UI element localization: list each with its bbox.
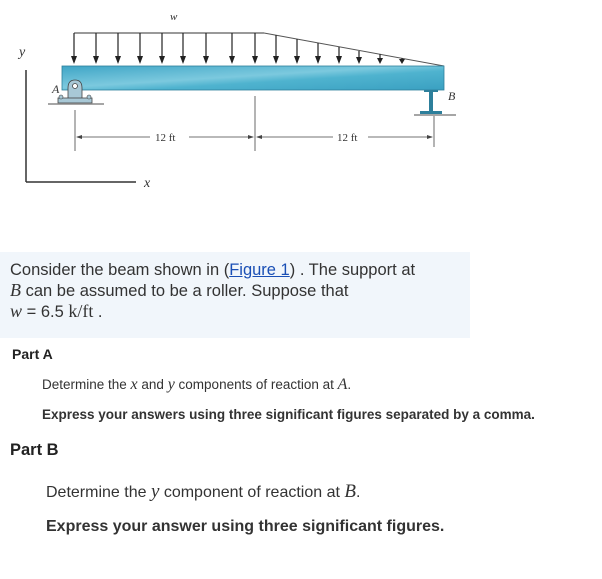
question-text: component of reaction at (159, 484, 345, 501)
part-a-title: Part A (12, 346, 53, 362)
intro-line-3: w = 6.5 k/ft . (10, 301, 460, 322)
distributed-load (71, 32, 445, 67)
intro-text: . (93, 303, 103, 321)
load-value: = 6.5 (22, 303, 69, 321)
figure-1-link[interactable]: Figure 1 (229, 261, 290, 279)
pin-support-a (48, 79, 104, 105)
dimension-lines (74, 96, 435, 151)
question-text: Determine the (46, 484, 151, 501)
math-var-a: A (337, 376, 348, 393)
support-b-label: B (448, 89, 456, 103)
part-a-instruction: Express your answers using three signifi… (42, 407, 535, 422)
question-text: . (347, 377, 352, 392)
beam (61, 65, 445, 91)
support-a-label: A (51, 82, 60, 96)
intro-text: ) . The support at (289, 261, 416, 279)
load-unit: k/ft (68, 301, 94, 321)
dimension-right-label: 12 ft (337, 132, 357, 144)
intro-text: Consider the beam shown in ( (10, 261, 230, 279)
axis-x-label: x (143, 176, 151, 191)
problem-statement: Consider the beam shown in (Figure 1) . … (0, 252, 470, 338)
beam-diagram: w (17, 11, 456, 191)
question-text: and (137, 377, 168, 392)
math-var-y: y (167, 376, 175, 393)
axis-y-label: y (17, 45, 26, 60)
math-var-w: w (10, 301, 23, 321)
question-text: . (355, 484, 361, 501)
intro-line-1: Consider the beam shown in (Figure 1) . … (10, 260, 460, 280)
part-b-question: Determine the y component of reaction at… (46, 481, 360, 503)
intro-line-2: B can be assumed to be a roller. Suppose… (10, 280, 460, 301)
math-var-y: y (150, 481, 160, 502)
part-b-instruction: Express your answer using three signific… (46, 518, 445, 535)
question-text: Determine the (42, 377, 131, 392)
dimension-left-label: 12 ft (155, 132, 175, 144)
part-a-question: Determine the x and y components of reac… (42, 376, 351, 394)
roller-support-b (414, 90, 456, 116)
part-b-title: Part B (10, 441, 59, 459)
beam-figure: w (0, 0, 470, 200)
load-label: w (170, 11, 178, 23)
math-var-x: x (130, 376, 138, 393)
math-var-b: B (344, 481, 356, 502)
intro-text: can be assumed to be a roller. Suppose t… (21, 282, 349, 300)
math-var-b: B (10, 280, 21, 300)
coordinate-axes (25, 70, 136, 183)
question-text: components of reaction at (174, 377, 338, 392)
